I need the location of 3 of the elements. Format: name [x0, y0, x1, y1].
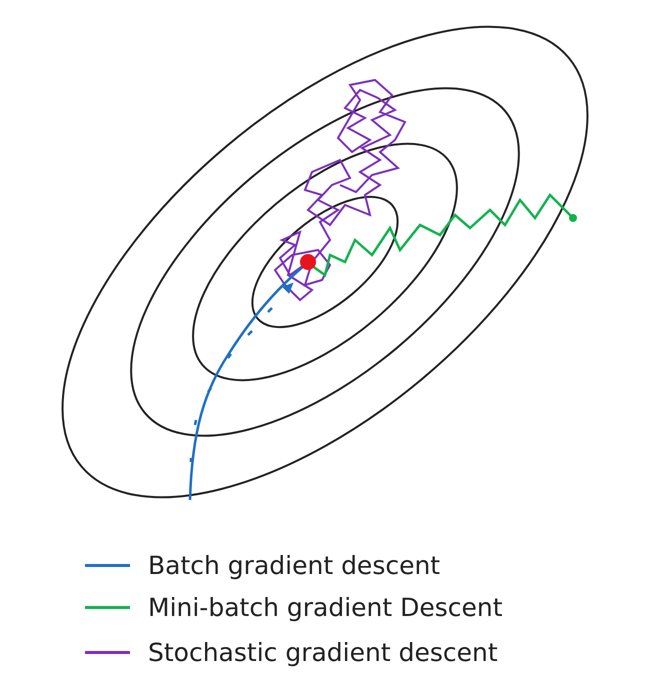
- legend-text: Batch gradient descent: [148, 550, 440, 580]
- legend-text: Stochastic gradient descent: [148, 638, 498, 666]
- legend-text: Mini-batch gradient Descent: [148, 592, 503, 622]
